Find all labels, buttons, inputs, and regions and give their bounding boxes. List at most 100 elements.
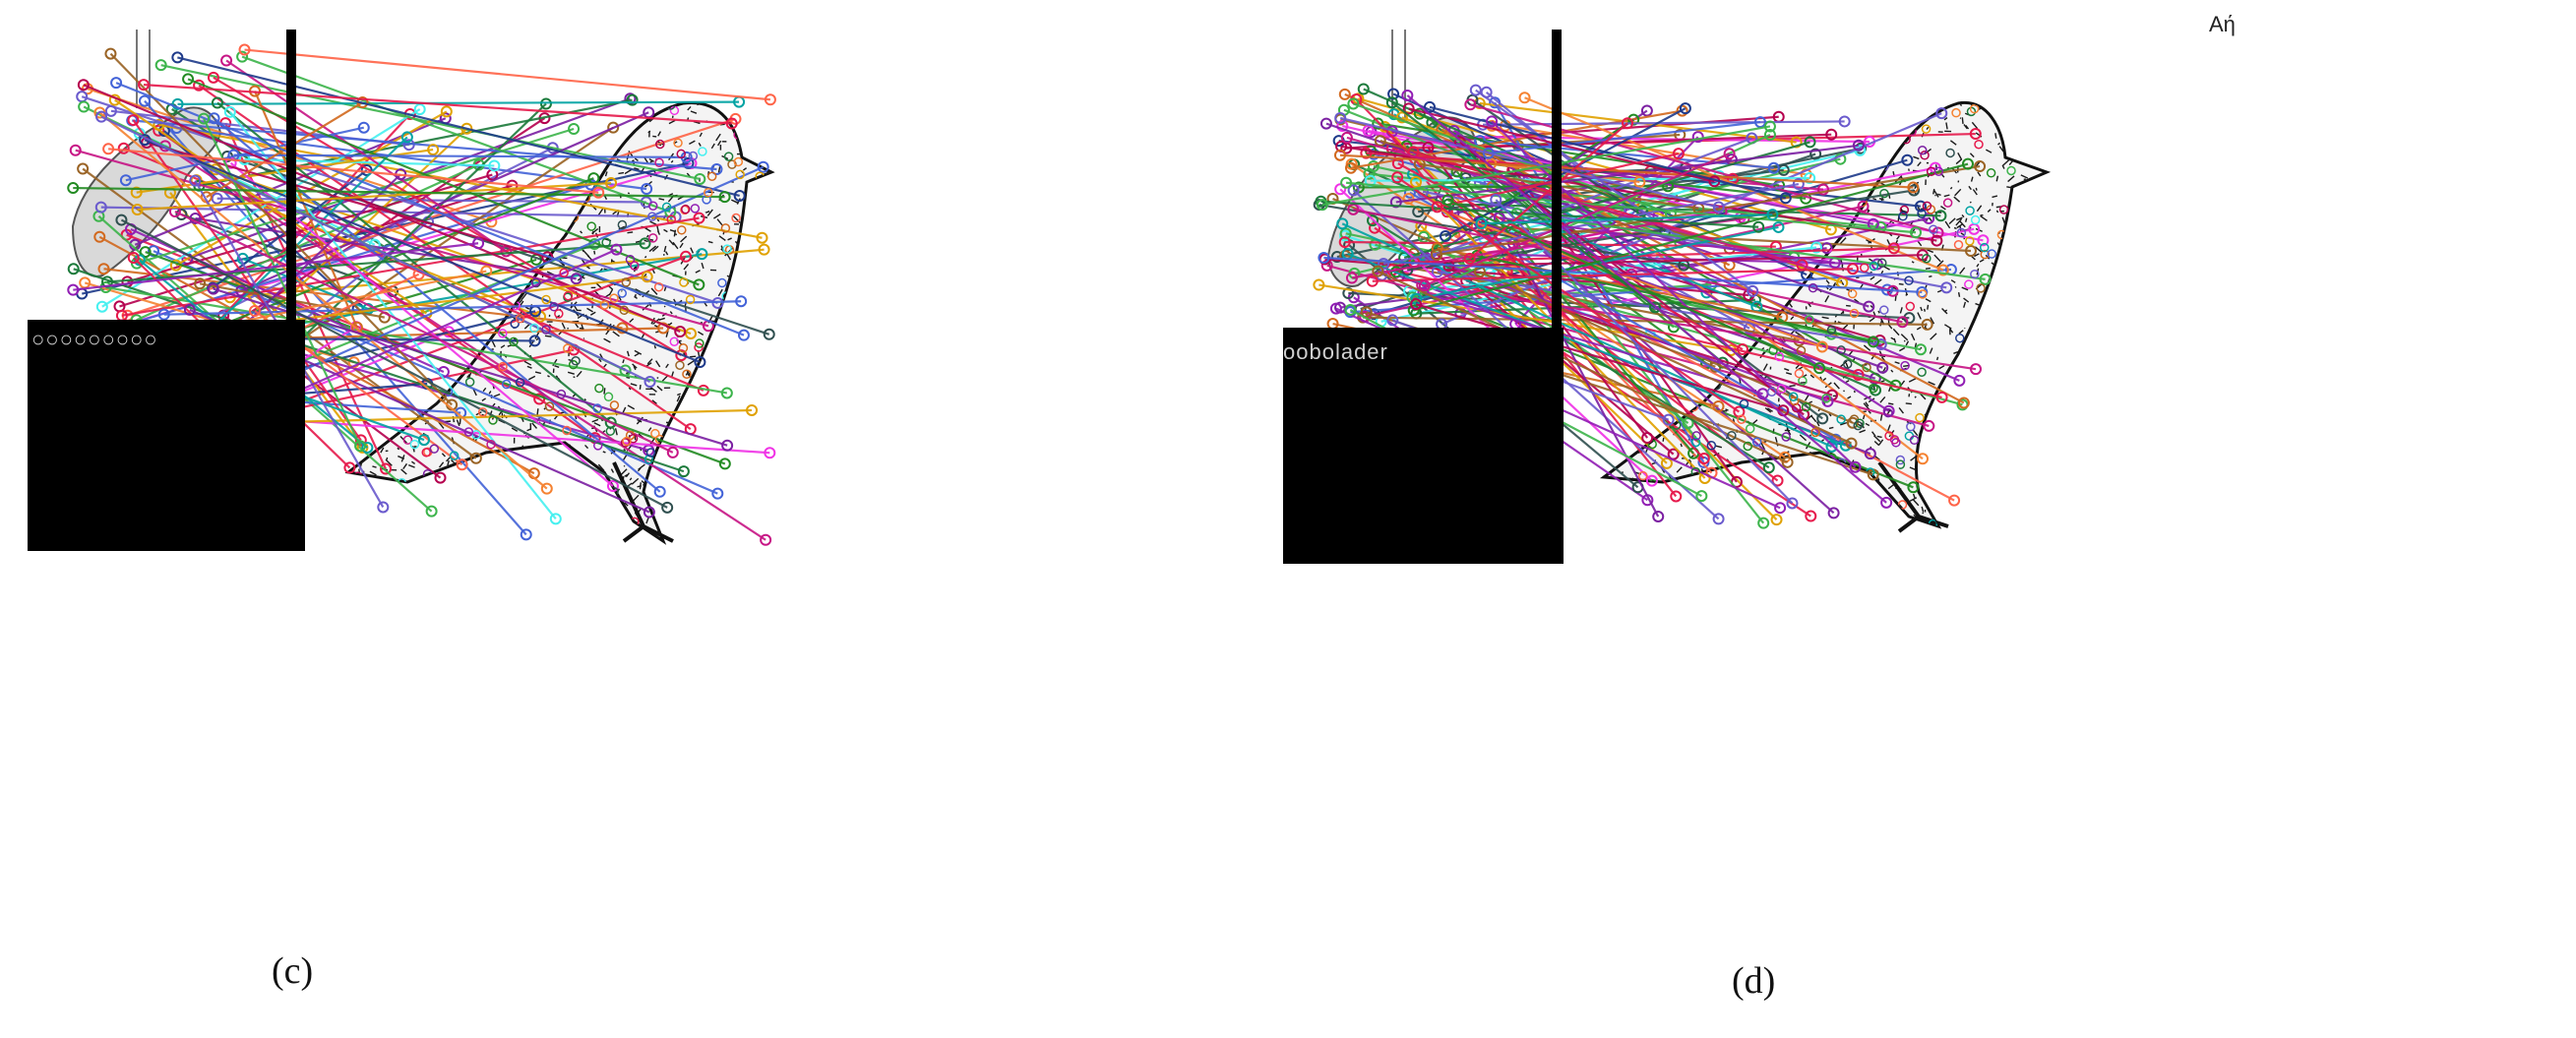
keypoint: [1431, 249, 1443, 262]
keypoint: [644, 376, 656, 389]
keypoint: [1330, 251, 1343, 264]
keypoint: [1362, 124, 1375, 137]
keypoint: [354, 440, 367, 453]
match-line: [1479, 140, 1774, 169]
match-line: [1516, 212, 1986, 280]
keypoint: [1641, 432, 1654, 445]
keypoint: [1815, 340, 1828, 353]
keypoint: [1790, 136, 1803, 149]
match-line: [1481, 214, 1773, 225]
keypoint: [1921, 318, 1933, 331]
keypoint: [1431, 201, 1443, 214]
match-line: [1422, 283, 1977, 371]
match-line: [1495, 199, 1794, 505]
keypoint: [710, 163, 723, 176]
keypoint: [1413, 107, 1426, 120]
keypoint: [570, 273, 583, 285]
keypoint: [1849, 460, 1862, 473]
match-line: [1395, 144, 1860, 204]
keypoint: [1401, 264, 1414, 276]
keypoint: [760, 533, 772, 546]
keypoint: [360, 163, 373, 176]
keypoint: [1763, 120, 1776, 133]
match-line: [109, 52, 453, 406]
keypoint: [1979, 273, 1992, 285]
keypoint: [171, 97, 184, 110]
match-line: [1353, 208, 1903, 324]
keypoint: [1695, 490, 1708, 503]
keypoint: [1410, 175, 1423, 188]
keypoint: [1357, 83, 1370, 95]
keypoint: [718, 191, 731, 204]
keypoint: [1360, 147, 1373, 159]
keypoint: [425, 505, 438, 518]
keypoint: [1907, 481, 1920, 494]
keypoint: [1825, 440, 1838, 453]
keypoint: [657, 322, 670, 335]
corner-mark-d: Αή: [2209, 12, 2236, 36]
black-region-d: [1283, 328, 1564, 564]
keypoint: [639, 237, 651, 250]
match-line: [1396, 176, 1741, 413]
keypoint: [1779, 192, 1792, 205]
keypoint: [756, 231, 768, 244]
keypoint: [1771, 474, 1784, 487]
keypoint: [1366, 275, 1379, 287]
match-line: [177, 100, 740, 105]
match-line: [244, 48, 771, 101]
keypoint: [1936, 264, 1949, 276]
keypoint: [207, 71, 219, 84]
match-line: [244, 157, 495, 167]
keypoint: [720, 387, 733, 399]
keypoint: [626, 93, 639, 106]
keypoint: [1825, 128, 1838, 141]
keypoint: [1333, 149, 1346, 161]
keypoint: [1774, 502, 1787, 515]
black-region-label-c: ○○○○○○○○○: [31, 327, 158, 351]
keypoint: [1953, 374, 1966, 387]
keypoint: [758, 243, 770, 256]
keypoint: [139, 246, 152, 259]
match-line: [1406, 94, 1887, 504]
keypoint: [1809, 148, 1822, 160]
match-line: [179, 177, 594, 342]
keypoint: [721, 439, 734, 452]
match-image-d: oobolader Αή: [1269, 12, 2529, 945]
keypoint: [130, 186, 143, 199]
keypoint: [127, 114, 140, 127]
keypoint: [1313, 278, 1325, 291]
keypoint: [1901, 153, 1914, 166]
keypoint: [605, 177, 618, 190]
keypoint: [1940, 281, 1953, 294]
keypoint: [1345, 272, 1358, 284]
match-line: [1448, 254, 1923, 268]
keypoint: [1401, 89, 1414, 101]
keypoint: [95, 300, 108, 313]
match-line: [1468, 122, 1628, 260]
keypoint: [1360, 306, 1373, 319]
keypoint: [1463, 252, 1476, 265]
keypoint: [104, 47, 117, 60]
keypoint: [456, 458, 468, 471]
keypoint: [1935, 391, 1948, 403]
keypoint: [694, 356, 706, 369]
match-line: [1470, 103, 1938, 234]
black-region-c: [28, 320, 305, 551]
keypoint: [1318, 251, 1330, 264]
keypoint: [1847, 263, 1860, 275]
keypoint: [1961, 157, 1974, 170]
match-line: [108, 148, 599, 194]
keypoint: [1792, 178, 1805, 191]
keypoint: [1762, 461, 1775, 474]
keypoint: [211, 96, 223, 109]
keypoint: [94, 201, 107, 214]
match-line: [100, 115, 650, 384]
keypoint: [1389, 196, 1402, 209]
keypoint: [115, 214, 128, 226]
keypoint: [1804, 171, 1816, 184]
keypoint: [1846, 416, 1859, 429]
match-line: [73, 186, 725, 199]
keypoint: [1874, 337, 1887, 350]
keypoint: [1633, 175, 1646, 188]
keypoint: [460, 122, 473, 135]
